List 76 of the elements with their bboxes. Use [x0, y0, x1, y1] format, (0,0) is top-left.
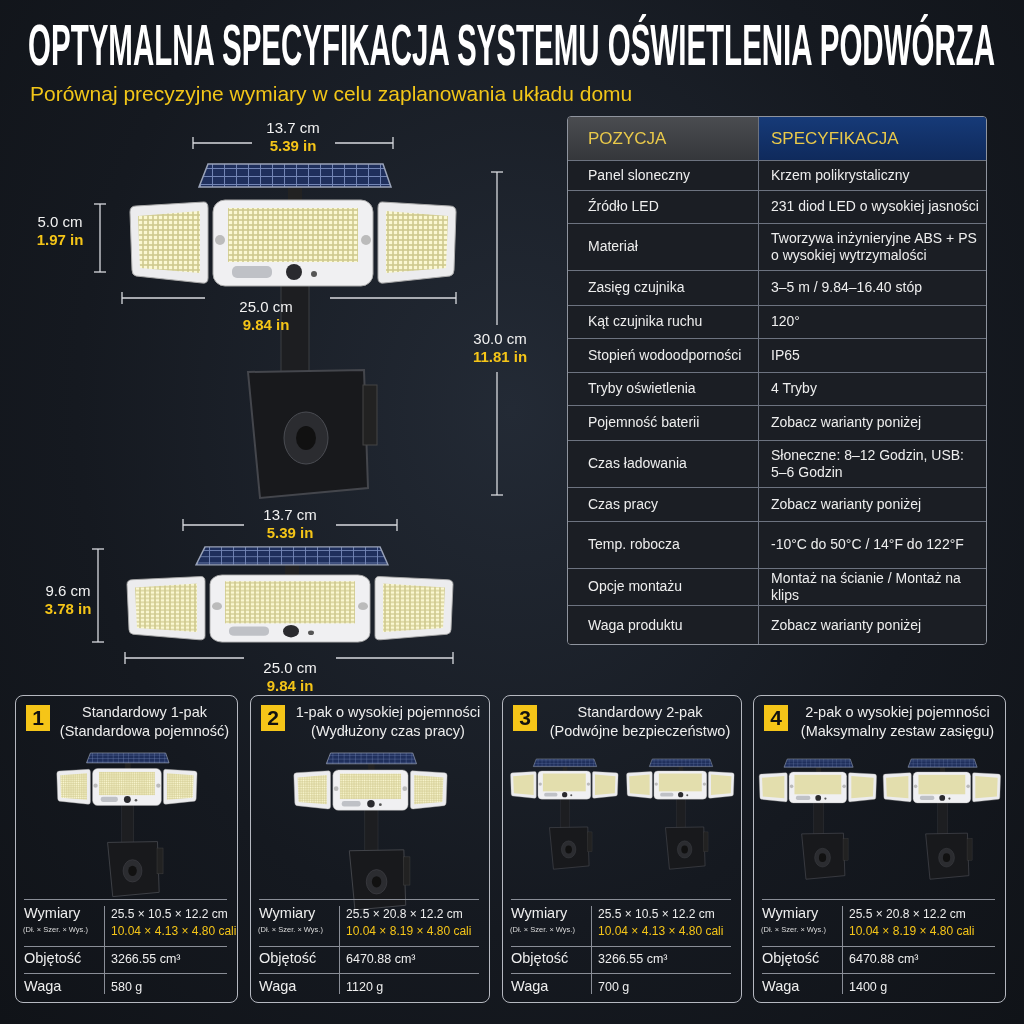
- row-label: Wymiary: [24, 905, 81, 921]
- dimension-label: 9.84 in: [266, 677, 314, 694]
- variant-title: (Maksymalny zestaw zasięgu): [799, 722, 996, 740]
- dimension-label: 9.84 in: [242, 316, 290, 333]
- dimension-label: 25.0 cm: [263, 659, 317, 676]
- variant-title: 1-pak o wysokiej pojemności: [294, 703, 482, 721]
- table-cell: Opcje montażu: [568, 569, 759, 606]
- row-label: Objętość: [762, 950, 820, 966]
- dimension-label: 11.81 in: [472, 348, 528, 365]
- dimension-label: 1.97 in: [36, 231, 84, 248]
- table-cell: Temp. robocza: [568, 522, 759, 569]
- row-value: 25.5 × 10.5 × 12.2 cm: [111, 907, 229, 921]
- dimension-label: 30.0 cm: [473, 330, 527, 347]
- dimension-label: 25.0 cm: [239, 298, 293, 315]
- row-value: 6470.88 cm³: [346, 952, 416, 966]
- row-label: Wymiary: [762, 905, 819, 921]
- row-value: 1120 g: [346, 980, 384, 994]
- row-label: Waga: [511, 978, 549, 994]
- dimension-label: 3.78 in: [44, 600, 92, 617]
- dimension-label: 9.6 cm: [45, 582, 91, 599]
- row-value: 25.5 × 10.5 × 12.2 cm: [598, 907, 716, 921]
- row-value: 10.04 × 4.13 × 4.80 cali: [598, 924, 725, 938]
- number-badge: 4: [764, 705, 788, 731]
- row-value: 3266.55 cm³: [598, 952, 668, 966]
- number-badge: 2: [261, 705, 285, 731]
- table-cell: Stopień wodoodporności: [568, 339, 759, 373]
- row-value: 1400 g: [849, 980, 888, 994]
- row-label: Wymiary: [511, 905, 568, 921]
- row-value: 25.5 × 20.8 × 12.2 cm: [346, 907, 464, 921]
- table-cell: Źródło LED: [568, 191, 759, 224]
- dimension-label: 5.39 in: [269, 137, 317, 154]
- variant-card: [15, 695, 238, 1003]
- row-value: 6470.88 cm³: [849, 952, 919, 966]
- row-label: Wymiary: [259, 905, 316, 921]
- page-title: OPTYMALNA SPECYFIKACJA SYSTEMU OŚWIETLENIA PODWÓRZA: [28, 12, 996, 78]
- row-label: Objętość: [259, 950, 317, 966]
- header-cell: POZYCJA: [568, 117, 759, 161]
- table-cell: Zasięg czujnika: [568, 271, 759, 306]
- table-cell: Pojemność baterii: [568, 406, 759, 441]
- row-label: Waga: [259, 978, 297, 994]
- table-cell: Waga produktu: [568, 606, 759, 644]
- table-cell: Kąt czujnika ruchu: [568, 306, 759, 339]
- subtitle: Porównaj precyzyjne wymiary w celu zaplanowania układu domu: [30, 82, 633, 106]
- number-badge: 3: [513, 705, 537, 731]
- row-value: 700 g: [598, 980, 630, 994]
- header-cell: SPECYFIKACJA: [759, 117, 986, 161]
- row-value: 580 g: [111, 980, 143, 994]
- row-label: Objętość: [24, 950, 82, 966]
- variant-title: 2-pak o wysokiej pojemności: [804, 703, 991, 721]
- row-value: 3266.55 cm³: [111, 952, 181, 966]
- variant-title: (Wydłużony czas pracy): [310, 722, 466, 740]
- row-label: Waga: [762, 978, 800, 994]
- variant-title: Standardowy 2-pak: [576, 703, 704, 721]
- row-value: 10.04 × 8.19 × 4.80 cali: [346, 924, 473, 938]
- variant-card: [250, 695, 490, 1003]
- variant-title: (Standardowa pojemność): [58, 722, 231, 740]
- dimension-label: 13.7 cm: [266, 119, 320, 136]
- dimension-label: 13.7 cm: [263, 506, 317, 523]
- variant-card: [502, 695, 742, 1003]
- variant-title: Standardowy 1-pak: [81, 703, 208, 721]
- table-cell: Czas pracy: [568, 488, 759, 522]
- row-value: 25.5 × 20.8 × 12.2 cm: [849, 907, 967, 921]
- table-cell: Tryby oświetlenia: [568, 373, 759, 406]
- table-cell: Panel sloneczny: [568, 161, 759, 191]
- row-label: Waga: [24, 978, 62, 994]
- row-label: Objętość: [511, 950, 569, 966]
- row-value: 10.04 × 4.13 × 4.80 cali: [111, 924, 238, 938]
- table-cell: Czas ładowania: [568, 441, 759, 488]
- variant-title: (Podwójne bezpieczeństwo): [548, 722, 732, 740]
- row-value: 10.04 × 8.19 × 4.80 cali: [849, 924, 976, 938]
- dimension-label: 5.0 cm: [37, 213, 83, 230]
- table-cell: Materiał: [568, 224, 759, 271]
- number-badge: 1: [26, 705, 50, 731]
- variant-card: [753, 695, 1006, 1003]
- table-cell: Montaż na ścianie / Montaż na klips: [759, 569, 986, 606]
- dimension-label: 5.39 in: [266, 524, 314, 541]
